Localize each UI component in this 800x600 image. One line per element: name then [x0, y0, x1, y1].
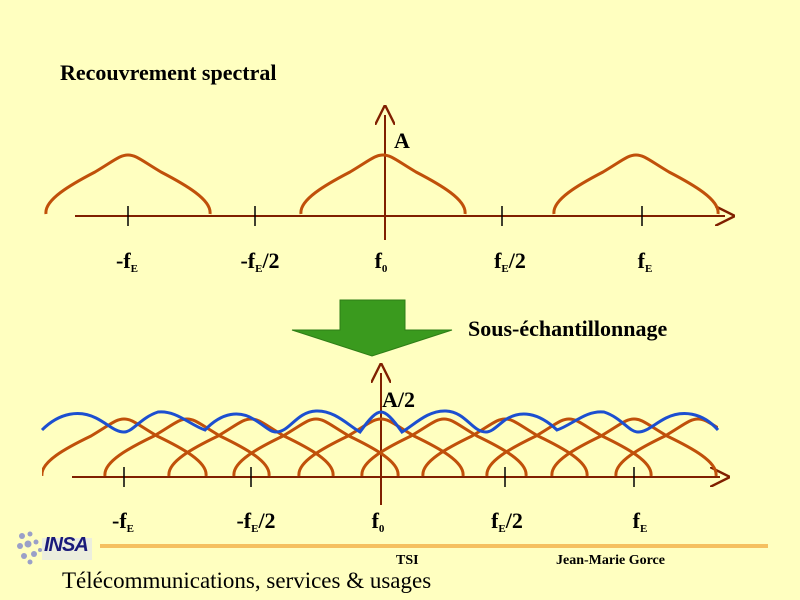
bottom-spectrum-replica [42, 417, 208, 477]
bottom-spectrum-replica [360, 417, 528, 477]
down-arrow-icon [291, 299, 453, 357]
insa-logo: INSA [14, 528, 94, 568]
top-tick-label-f0: f0 [374, 248, 388, 275]
logo-text: INSA [44, 534, 89, 556]
bottom-spectrum-replicas [42, 417, 718, 477]
insa-logo-icon [17, 531, 92, 565]
bottom-tick-label-neg-half-fe: -fE/2 [236, 508, 276, 535]
bottom-tick-label-f0: f0 [371, 508, 385, 535]
slide-title: Recouvrement spectral [60, 60, 277, 85]
top-spectrum-group [44, 115, 725, 240]
bottom-tick-label-neg-fe: -fE [112, 508, 134, 535]
top-spectrum-replica-left [44, 153, 212, 215]
footer-section: TSI [396, 553, 419, 568]
footer-course-title: Télécommunications, services & usages [62, 568, 432, 593]
bottom-spectrum-replica [485, 417, 653, 477]
top-tick-label-half-fe: fE/2 [494, 248, 526, 275]
top-tick-label-neg-fe: -fE [116, 248, 138, 275]
bottom-spectrum-replica [550, 417, 718, 477]
bottom-spectrum-group [40, 373, 780, 505]
bottom-aliased-sum-curve [40, 409, 720, 434]
footer-divider [100, 544, 768, 548]
top-tick-label-fe: fE [637, 248, 653, 275]
top-amplitude-label: A [394, 128, 410, 153]
bottom-spectrum-replica [103, 417, 271, 477]
footer-author: Jean-Marie Gorce [556, 553, 665, 568]
bottom-tick-label-fe: fE [632, 508, 648, 535]
bottom-tick-label-half-fe: fE/2 [491, 508, 523, 535]
subsampling-label: Sous-échantillonnage [468, 316, 668, 341]
top-spectrum-replica-center [299, 153, 467, 215]
bottom-amplitude-label: A/2 [382, 387, 415, 412]
top-tick-label-neg-half-fe: -fE/2 [240, 248, 280, 275]
bottom-spectrum-replica [232, 417, 400, 477]
bottom-spectrum-replica [297, 417, 465, 477]
top-spectrum-replica-right [552, 153, 720, 215]
bottom-spectrum-replica [614, 417, 718, 477]
